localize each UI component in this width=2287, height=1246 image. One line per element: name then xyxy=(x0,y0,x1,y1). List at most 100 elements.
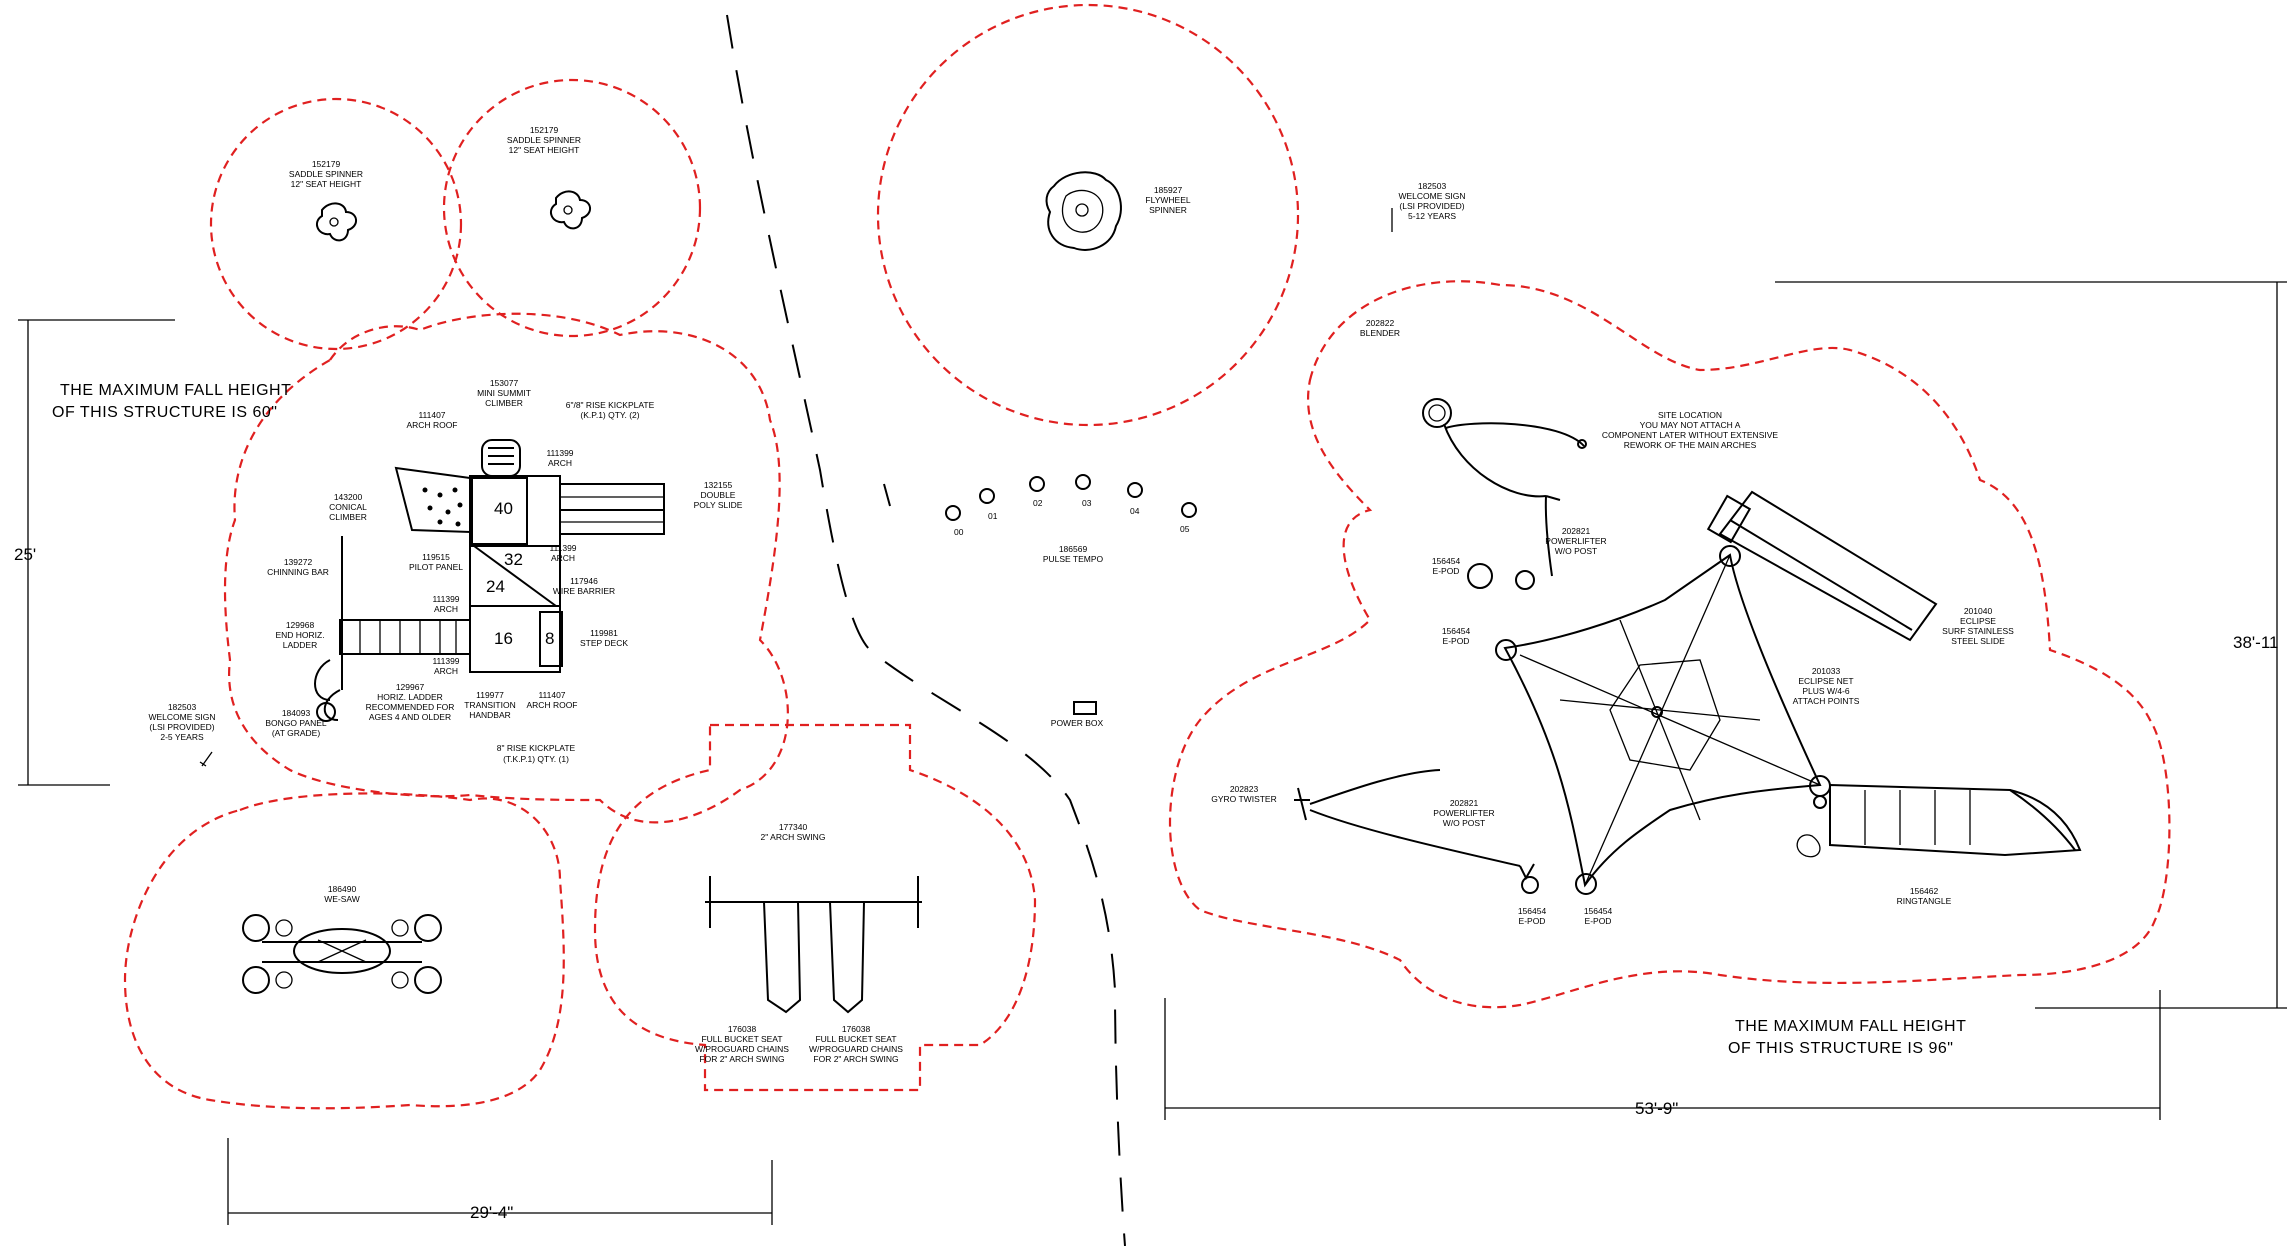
svg-text:REWORK OF THE MAIN ARCHES: REWORK OF THE MAIN ARCHES xyxy=(1624,440,1757,450)
saddle-spinner-b xyxy=(549,190,591,230)
svg-text:129967: 129967 xyxy=(396,682,425,692)
svg-text:ARCH: ARCH xyxy=(434,604,458,614)
use-zone-we-saw xyxy=(123,792,565,1110)
svg-text:184093: 184093 xyxy=(282,708,311,718)
svg-text:CLIMBER: CLIMBER xyxy=(329,512,367,522)
svg-text:129968: 129968 xyxy=(286,620,315,630)
svg-text:WELCOME SIGN: WELCOME SIGN xyxy=(148,712,215,722)
svg-text:53'-9": 53'-9" xyxy=(1635,1099,1678,1118)
svg-text:CONICAL: CONICAL xyxy=(329,502,367,512)
svg-text:117946: 117946 xyxy=(570,576,598,586)
svg-text:HANDBAR: HANDBAR xyxy=(469,710,511,720)
use-zone-right-structure xyxy=(1169,280,2171,1009)
svg-text:POWERLIFTER: POWERLIFTER xyxy=(1433,808,1494,818)
svg-text:2" ARCH SWING: 2" ARCH SWING xyxy=(761,832,826,842)
left-play-structure: 40 32 24 16 8 xyxy=(314,439,665,722)
svg-text:ARCH: ARCH xyxy=(551,553,575,563)
svg-text:111407: 111407 xyxy=(538,690,565,700)
svg-text:05: 05 xyxy=(1180,524,1190,534)
svg-text:WIRE BARRIER: WIRE BARRIER xyxy=(553,586,615,596)
svg-text:WELCOME SIGN: WELCOME SIGN xyxy=(1398,191,1465,201)
svg-text:GYRO TWISTER: GYRO TWISTER xyxy=(1211,794,1277,804)
svg-text:E-POD: E-POD xyxy=(1443,636,1470,646)
dimension-right-width: 53'-9" xyxy=(1164,990,2161,1120)
svg-text:202822: 202822 xyxy=(1366,318,1395,328)
svg-text:ECLIPSE: ECLIPSE xyxy=(1960,616,1996,626)
svg-text:2-5 YEARS: 2-5 YEARS xyxy=(160,732,204,742)
svg-text:BLENDER: BLENDER xyxy=(1360,328,1400,338)
svg-text:LADDER: LADDER xyxy=(283,640,317,650)
svg-text:182503: 182503 xyxy=(168,702,197,712)
svg-text:E-POD: E-POD xyxy=(1585,916,1612,926)
svg-text:SPINNER: SPINNER xyxy=(1149,205,1187,215)
deck-height-16: 16 xyxy=(494,629,513,648)
svg-text:156454: 156454 xyxy=(1432,556,1461,566)
walkway-boundary xyxy=(726,14,1126,1246)
svg-text:111407: 111407 xyxy=(418,410,445,420)
svg-text:ARCH ROOF: ARCH ROOF xyxy=(407,420,458,430)
svg-text:SADDLE SPINNER: SADDLE SPINNER xyxy=(289,169,363,179)
svg-text:03: 03 xyxy=(1082,498,1092,508)
svg-text:CLIMBER: CLIMBER xyxy=(485,398,523,408)
svg-text:25': 25' xyxy=(14,545,36,564)
svg-text:(T.K.P.1) QTY. (1): (T.K.P.1) QTY. (1) xyxy=(503,754,569,764)
svg-text:177340: 177340 xyxy=(779,822,808,832)
svg-text:MINI SUMMIT: MINI SUMMIT xyxy=(477,388,531,398)
svg-text:FULL BUCKET SEAT: FULL BUCKET SEAT xyxy=(815,1034,896,1044)
svg-text:SURF STAINLESS: SURF STAINLESS xyxy=(1942,626,2014,636)
svg-text:152179: 152179 xyxy=(530,125,559,135)
svg-text:(LSI PROVIDED): (LSI PROVIDED) xyxy=(149,722,214,732)
svg-text:201040: 201040 xyxy=(1964,606,1993,616)
svg-text:6"/8" RISE KICKPLATE: 6"/8" RISE KICKPLATE xyxy=(566,400,655,410)
dimension-left-width: 29'-4" xyxy=(227,1138,773,1225)
right-play-structure xyxy=(1294,398,2082,895)
arch-swing xyxy=(705,876,922,1014)
fall-height-note-left: THE MAXIMUM FALL HEIGHT OF THIS STRUCTUR… xyxy=(52,382,291,421)
svg-text:111399: 111399 xyxy=(432,656,459,666)
use-zone-arch-swing xyxy=(593,723,1037,1092)
svg-text:201033: 201033 xyxy=(1812,666,1841,676)
svg-text:ECLIPSE NET: ECLIPSE NET xyxy=(1798,676,1853,686)
svg-text:139272: 139272 xyxy=(284,557,313,567)
pulse-tempo-numbers: 00 01 02 03 04 05 xyxy=(954,498,1190,537)
svg-text:W/PROGUARD CHAINS: W/PROGUARD CHAINS xyxy=(809,1044,903,1054)
svg-text:119515: 119515 xyxy=(422,552,450,562)
svg-text:END HORIZ.: END HORIZ. xyxy=(275,630,324,640)
svg-text:29'-4": 29'-4" xyxy=(470,1203,513,1222)
use-zone-left-structure xyxy=(223,312,789,824)
svg-text:WE-SAW: WE-SAW xyxy=(324,894,360,904)
svg-text:DOUBLE: DOUBLE xyxy=(701,490,736,500)
svg-text:PULSE TEMPO: PULSE TEMPO xyxy=(1043,554,1104,564)
use-zone-saddle-spinner-b xyxy=(442,78,702,338)
svg-text:SITE LOCATION: SITE LOCATION xyxy=(1658,410,1722,420)
svg-text:STEEL SLIDE: STEEL SLIDE xyxy=(1951,636,2005,646)
svg-text:153077: 153077 xyxy=(490,378,519,388)
deck-height-32: 32 xyxy=(504,550,523,569)
svg-text:COMPONENT LATER WITHOUT EXTENS: COMPONENT LATER WITHOUT EXTENSIVE xyxy=(1602,430,1778,440)
pulse-tempo-sign-symbol xyxy=(883,483,891,507)
dimension-left-height: 25' xyxy=(14,319,175,786)
svg-text:(K.P.1) QTY. (2): (K.P.1) QTY. (2) xyxy=(580,410,639,420)
svg-text:STEP DECK: STEP DECK xyxy=(580,638,628,648)
svg-text:111399: 111399 xyxy=(432,594,459,604)
svg-text:POWERLIFTER: POWERLIFTER xyxy=(1545,536,1606,546)
svg-text:ARCH: ARCH xyxy=(434,666,458,676)
svg-text:(AT GRADE): (AT GRADE) xyxy=(272,728,320,738)
deck-height-8: 8 xyxy=(545,629,554,648)
svg-text:152179: 152179 xyxy=(312,159,341,169)
svg-text:SADDLE SPINNER: SADDLE SPINNER xyxy=(507,135,581,145)
svg-text:111399: 111399 xyxy=(549,543,576,553)
svg-text:FOR 2" ARCH SWING: FOR 2" ARCH SWING xyxy=(699,1054,784,1064)
svg-text:12" SEAT HEIGHT: 12" SEAT HEIGHT xyxy=(291,179,362,189)
component-labels: 152179 SADDLE SPINNER 12" SEAT HEIGHT 15… xyxy=(148,125,2014,1064)
saddle-spinner-a xyxy=(315,202,357,242)
svg-text:OF THIS STRUCTURE IS 96": OF THIS STRUCTURE IS 96" xyxy=(1728,1040,1953,1057)
welcome-sign-left-symbol xyxy=(199,751,213,767)
svg-text:04: 04 xyxy=(1130,506,1140,516)
use-zone-flywheel xyxy=(876,3,1300,427)
svg-text:YOU MAY NOT ATTACH A: YOU MAY NOT ATTACH A xyxy=(1640,420,1741,430)
svg-text:W/O POST: W/O POST xyxy=(1555,546,1598,556)
svg-text:(LSI PROVIDED): (LSI PROVIDED) xyxy=(1399,201,1464,211)
svg-text:PILOT PANEL: PILOT PANEL xyxy=(409,562,463,572)
